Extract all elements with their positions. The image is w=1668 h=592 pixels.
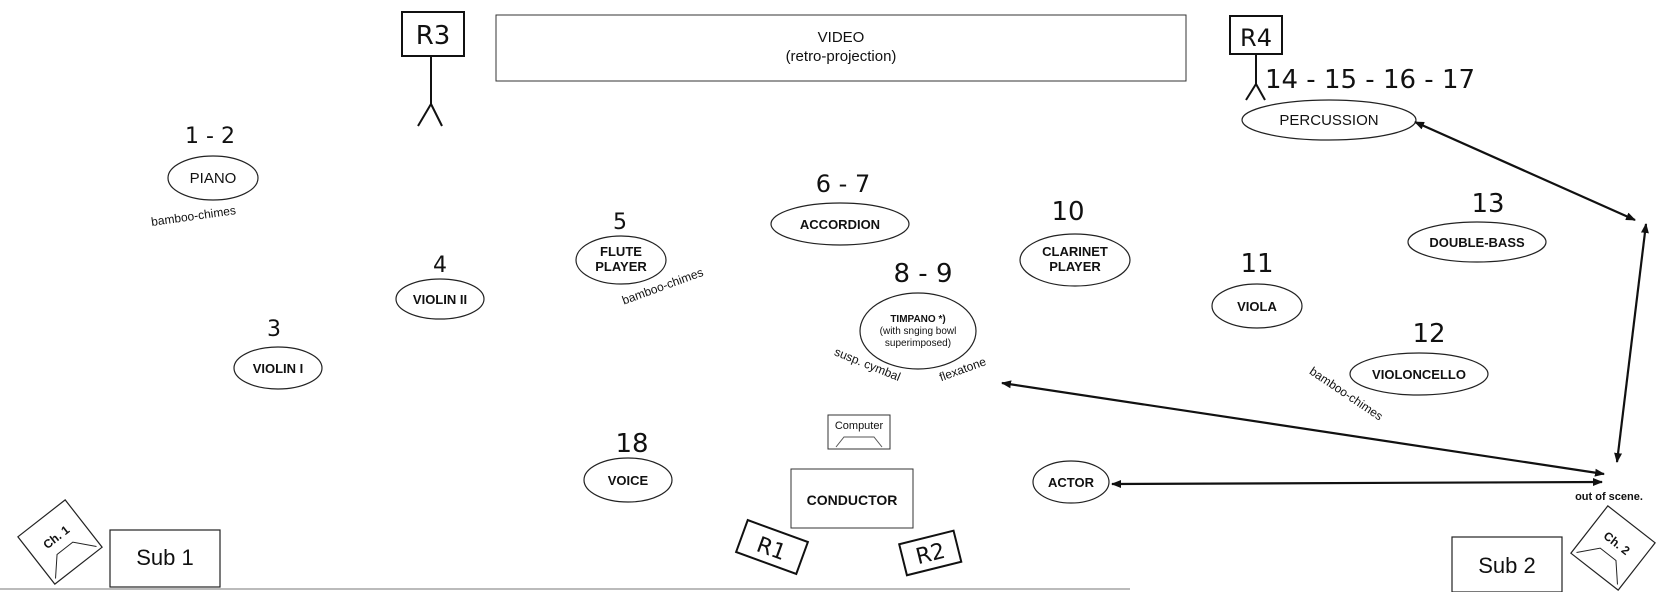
violin-ii-label: VIOLIN II xyxy=(413,292,467,307)
voice-number: 18 xyxy=(615,429,648,459)
flute-label-line2: PLAYER xyxy=(595,259,647,274)
percussion-number: 14 - 15 - 16 - 17 xyxy=(1265,65,1475,95)
violin-ii-position: VIOLIN II xyxy=(395,278,485,320)
speaker-ch2: Ch. 2 xyxy=(1570,505,1656,591)
speaker-ch1: Ch. 1 xyxy=(17,499,103,585)
piano-label: PIANO xyxy=(190,170,237,187)
percussion-position: PERCUSSION xyxy=(1241,99,1417,141)
subwoofer-sub2: Sub 2 xyxy=(1451,536,1563,592)
clarinet-position: CLARINET PLAYER xyxy=(1019,233,1131,287)
computer-label: Computer xyxy=(835,420,884,432)
accordion-number: 6 - 7 xyxy=(816,170,870,198)
violin-i-position: VIOLIN I xyxy=(233,346,323,390)
voice-label: VOICE xyxy=(608,473,649,488)
double-bass-number: 13 xyxy=(1471,189,1504,219)
receiver-r3: R3 xyxy=(401,11,465,127)
voice-position: VOICE xyxy=(583,457,673,503)
timpano-number: 8 - 9 xyxy=(894,259,953,289)
viola-label: VIOLA xyxy=(1237,299,1277,314)
double-bass-label: DOUBLE-BASS xyxy=(1429,235,1525,250)
receiver-r2: R2 xyxy=(897,529,963,577)
flute-number: 5 xyxy=(613,210,627,235)
vertical-exit-arrow xyxy=(1614,223,1649,463)
timpano-position: TIMPANO *) (with snging bowl superimpose… xyxy=(859,292,977,370)
actor-label: ACTOR xyxy=(1048,475,1095,490)
flute-label-line1: FLUTE xyxy=(600,244,642,259)
viola-position: VIOLA xyxy=(1211,283,1303,329)
violin-ii-number: 4 xyxy=(433,253,447,278)
receiver-r3-label: R3 xyxy=(416,21,451,51)
flute-position: FLUTE PLAYER xyxy=(575,235,667,285)
viola-number: 11 xyxy=(1240,249,1273,279)
sub2-label: Sub 2 xyxy=(1478,553,1536,578)
accordion-position: ACCORDION xyxy=(770,202,910,246)
speaker-ch1-label: Ch. 1 xyxy=(40,523,72,552)
sub1-label: Sub 1 xyxy=(136,545,194,570)
subwoofer-sub1: Sub 1 xyxy=(109,529,221,588)
violoncello-number: 12 xyxy=(1412,319,1445,349)
timpano-label-line3: superimposed) xyxy=(885,338,951,349)
computer-position: Computer xyxy=(827,414,891,450)
timpano-label-line1: TIMPANO *) xyxy=(890,314,945,325)
conductor-label: CONDUCTOR xyxy=(807,492,898,508)
clarinet-label-line2: PLAYER xyxy=(1049,259,1101,274)
timpano-exit-arrow xyxy=(1001,380,1605,477)
out-of-scene-label: out of scene. xyxy=(1575,491,1643,503)
video-subtitle: (retro-projection) xyxy=(786,48,897,65)
clarinet-label-line1: CLARINET xyxy=(1042,244,1108,259)
percussion-exit-arrow xyxy=(1414,120,1636,222)
flexatone-annotation: flexatone xyxy=(937,354,988,384)
piano-position: PIANO xyxy=(167,155,259,201)
actor-position: ACTOR xyxy=(1032,460,1110,504)
timpano-label-line2: (with snging bowl xyxy=(880,326,957,337)
violoncello-position: VIOLONCELLO xyxy=(1349,352,1489,396)
violin-i-label: VIOLIN I xyxy=(253,361,304,376)
piano-number: 1 - 2 xyxy=(185,124,235,149)
video-screen: VIDEO (retro-projection) xyxy=(495,14,1187,82)
actor-exit-arrow xyxy=(1111,478,1603,488)
violoncello-label: VIOLONCELLO xyxy=(1372,367,1466,382)
piano-bamboo-chimes: bamboo-chimes xyxy=(150,203,236,229)
clarinet-number: 10 xyxy=(1051,197,1084,227)
speaker-ch2-label: Ch. 2 xyxy=(1601,529,1633,558)
receiver-r4-label: R4 xyxy=(1240,24,1272,52)
receiver-r4: R4 xyxy=(1229,15,1283,101)
accordion-label: ACCORDION xyxy=(800,217,880,232)
violin-i-number: 3 xyxy=(267,317,281,342)
double-bass-position: DOUBLE-BASS xyxy=(1407,221,1547,263)
percussion-label: PERCUSSION xyxy=(1279,112,1378,129)
video-title: VIDEO xyxy=(818,29,865,46)
conductor-position: CONDUCTOR xyxy=(790,468,914,529)
